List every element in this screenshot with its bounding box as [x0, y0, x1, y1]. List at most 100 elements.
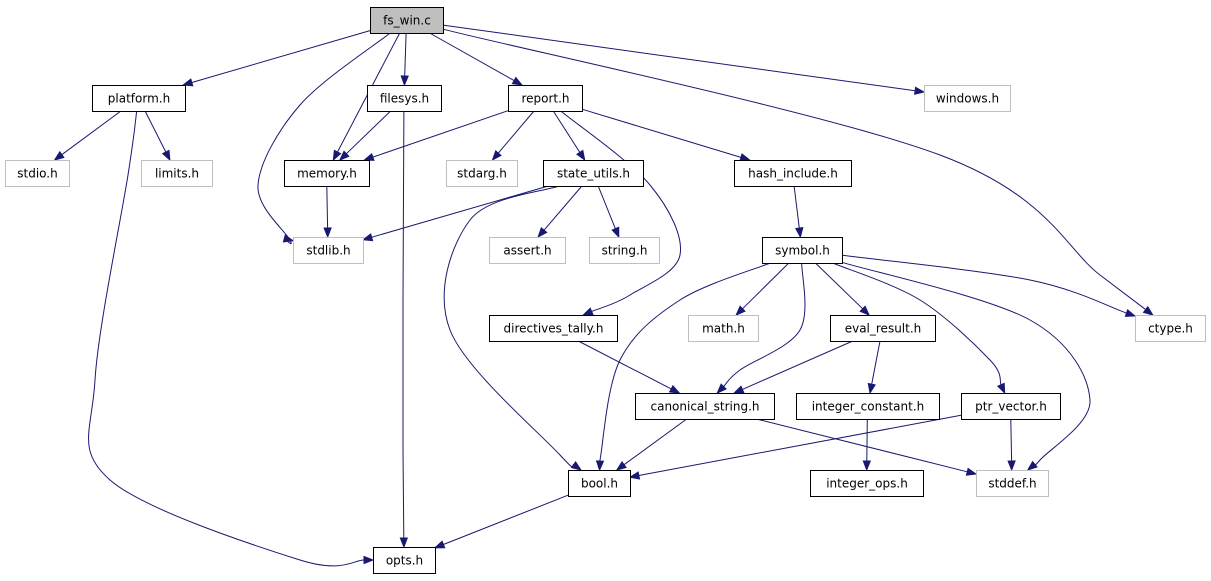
- edge-line: [832, 262, 1002, 385]
- edge-line: [497, 110, 535, 154]
- edge-fs_win-to-filesys: [400, 32, 409, 87]
- node-state-utils[interactable]: state_utils.h: [543, 160, 644, 187]
- node-assert: assert.h: [489, 237, 566, 264]
- edge-fs_win-to-report: [429, 32, 524, 86]
- node-box: [543, 160, 644, 187]
- node-box: [141, 160, 213, 187]
- node-stdlib: stdlib.h: [293, 237, 364, 264]
- node-ctype: ctype.h: [1135, 315, 1206, 342]
- arrowhead-icon: [615, 461, 627, 471]
- arrowhead-icon: [1142, 305, 1154, 316]
- arrowhead-icon: [668, 384, 681, 394]
- edge-line: [552, 110, 581, 153]
- arrowhead-icon: [611, 226, 620, 239]
- edge-directives_tally-to-canonical_string: [578, 340, 681, 394]
- node-bool[interactable]: bool.h: [568, 470, 631, 497]
- edge-fs_win-to-windows: [442, 24, 926, 95]
- node-label: hash_include.h: [748, 167, 838, 181]
- edge-platform-to-stdio: [53, 110, 122, 161]
- node-report[interactable]: report.h: [508, 85, 583, 112]
- node-box: [446, 160, 518, 187]
- arrowhead-icon: [739, 153, 751, 162]
- arrowhead-icon: [338, 150, 350, 161]
- node-box: [961, 393, 1061, 420]
- arrowhead-icon: [363, 555, 375, 565]
- edge-symbol-to-math: [735, 262, 790, 316]
- node-box: [796, 393, 940, 420]
- node-ptr-vector[interactable]: ptr_vector.h: [961, 393, 1061, 420]
- arrowhead-icon: [913, 86, 926, 95]
- node-box: [293, 237, 364, 264]
- edge-line: [88, 110, 365, 567]
- node-label: opts.h: [386, 554, 423, 568]
- node-box: [367, 85, 442, 112]
- node-label: filesys.h: [380, 92, 429, 106]
- node-box: [810, 470, 924, 497]
- edge-report-to-hash_include: [581, 108, 751, 162]
- node-symbol[interactable]: symbol.h: [762, 237, 843, 264]
- node-label: stdarg.h: [457, 167, 507, 181]
- edges-layer: [53, 24, 1154, 567]
- node-label: canonical_string.h: [651, 400, 760, 414]
- node-label: ptr_vector.h: [975, 400, 1047, 414]
- edge-symbol-to-canonical_string: [716, 262, 806, 394]
- node-box: [1135, 315, 1206, 342]
- node-box: [508, 85, 583, 112]
- edge-line: [866, 418, 868, 462]
- edge-line: [372, 110, 509, 158]
- node-label: assert.h: [503, 244, 551, 258]
- arrowhead-icon: [859, 305, 871, 316]
- edge-line: [723, 262, 806, 387]
- node-box: [5, 160, 70, 187]
- arrowhead-icon: [595, 460, 605, 472]
- node-opts[interactable]: opts.h: [373, 547, 436, 574]
- edge-fs_win-to-platform: [181, 30, 371, 87]
- arrowhead-icon: [537, 227, 548, 239]
- node-box: [489, 237, 566, 264]
- arrowhead-icon: [181, 78, 194, 87]
- node-box: [370, 7, 444, 34]
- edge-line: [61, 110, 122, 156]
- node-eval-result[interactable]: eval_result.h: [830, 315, 936, 342]
- edge-line: [598, 262, 771, 469]
- edge-symbol-to-ptr_vector: [832, 262, 1006, 395]
- edge-line: [346, 110, 391, 155]
- edge-memory-to-stdlib: [323, 185, 332, 239]
- node-directives-tally[interactable]: directives_tally.h: [489, 315, 618, 342]
- arrowhead-icon: [400, 75, 409, 87]
- node-integer-constant[interactable]: integer_constant.h: [796, 393, 940, 420]
- node-label: integer_ops.h: [826, 477, 908, 491]
- node-memory[interactable]: memory.h: [284, 160, 370, 187]
- edge-line: [442, 28, 1147, 310]
- arrowhead-icon: [361, 233, 374, 242]
- node-box: [284, 160, 370, 187]
- edge-line: [543, 185, 583, 231]
- arrowhead-icon: [1007, 460, 1016, 472]
- arrowhead-icon: [491, 150, 502, 162]
- edge-line: [742, 340, 854, 390]
- arrowhead-icon: [332, 149, 342, 162]
- edge-line: [793, 185, 800, 229]
- node-box: [635, 393, 775, 420]
- edge-eval_result-to-canonical_string: [732, 340, 854, 394]
- node-stdio: stdio.h: [5, 160, 70, 187]
- node-filesys[interactable]: filesys.h: [367, 85, 442, 112]
- edge-canonical_string-to-bool: [615, 418, 687, 471]
- arrowhead-icon: [363, 152, 375, 161]
- arrowhead-icon: [161, 149, 171, 162]
- edge-line: [578, 340, 672, 390]
- arrowhead-icon: [862, 460, 872, 472]
- edge-line: [1010, 418, 1013, 462]
- node-canonical-string[interactable]: canonical_string.h: [635, 393, 775, 420]
- node-hash-include[interactable]: hash_include.h: [734, 160, 852, 187]
- edge-line: [581, 108, 742, 158]
- edge-line: [623, 418, 687, 466]
- edge-line: [404, 32, 407, 77]
- node-fs-win[interactable]: fs_win.c: [370, 7, 444, 34]
- node-platform[interactable]: platform.h: [92, 85, 186, 112]
- edge-line: [560, 110, 681, 312]
- node-label: bool.h: [581, 477, 618, 491]
- arrowhead-icon: [282, 234, 295, 243]
- node-integer-ops[interactable]: integer_ops.h: [810, 470, 924, 497]
- edge-line: [742, 262, 790, 310]
